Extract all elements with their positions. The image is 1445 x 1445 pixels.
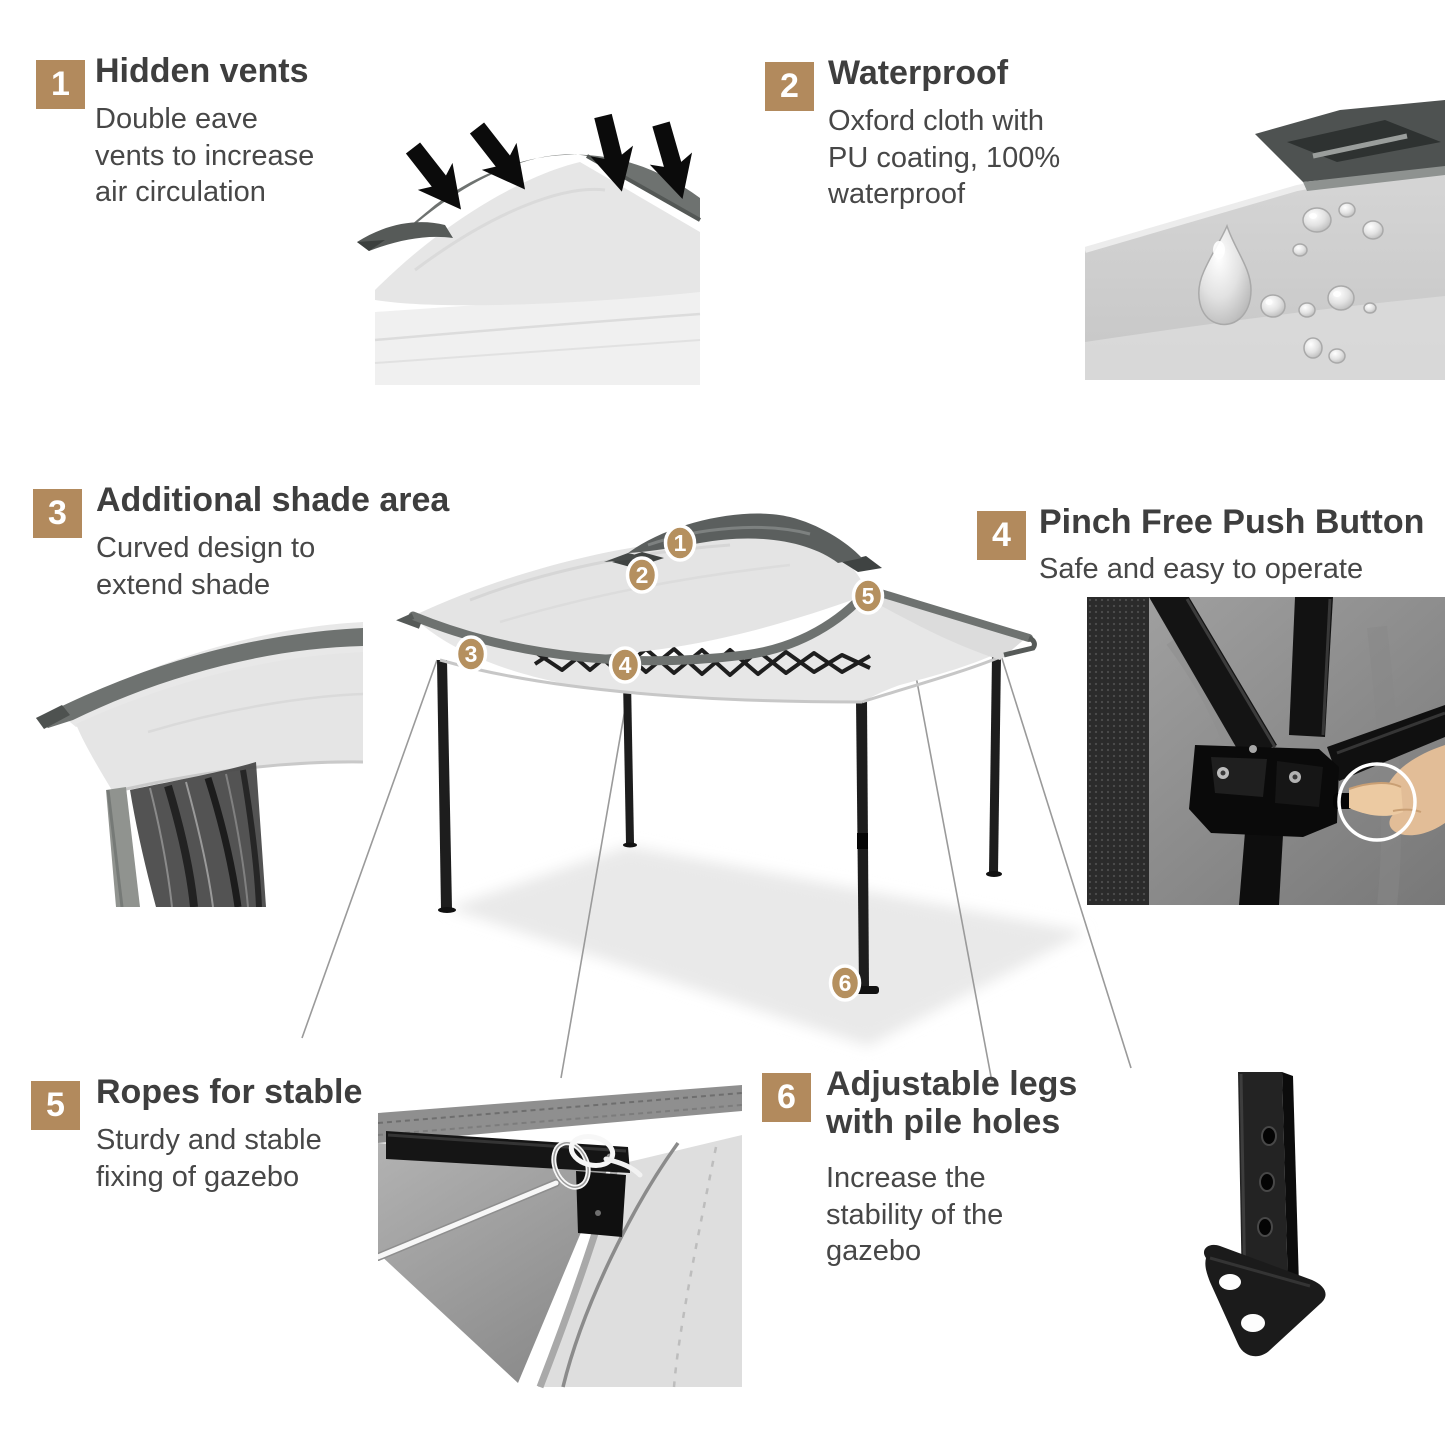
feature-5-description: Sturdy and stable fixing of gazebo [96,1124,322,1193]
eave-trim [36,628,363,728]
feature-1-title: Hidden vents [95,52,309,90]
gazebo-diagram: 1 2 3 4 5 6 [301,513,1132,1083]
feature-4-number-badge: 4 [977,511,1026,560]
feature-6-title: Adjustable legs with pile holes [826,1065,1078,1142]
eave-trim-front [408,587,871,666]
marker-2: 2 [625,556,659,594]
canopy-main-roof [413,533,867,656]
canopy-wall [375,290,700,385]
mesh-curtain [130,762,266,907]
push-button-photo [1087,597,1445,905]
feature-2-title: Waterproof [828,54,1009,92]
marker-3: 3 [454,635,488,673]
waterproof-photo [1085,100,1445,380]
marker-6: 6 [828,964,862,1002]
feature-2-number-badge: 2 [765,62,814,111]
feature-6-number-badge: 6 [762,1073,811,1122]
leg-base-photo [1203,1072,1326,1357]
rope [378,1133,643,1261]
feature-6-description: Increase the stability of the gazebo [826,1162,1004,1268]
feature-1-description: Double eave vents to increase air circul… [95,103,315,209]
guy-ropes [301,651,1132,1083]
feature-1-number-badge: 1 [36,60,85,109]
valance [76,652,363,792]
svg-text:1: 1 [674,530,687,556]
svg-text:4: 4 [619,652,632,678]
ground-shadow [448,846,1086,1046]
marker-1: 1 [663,524,697,562]
marker-4: 4 [608,646,642,684]
feature-5-title: Ropes for stable [96,1073,363,1111]
corner-leg [106,787,140,907]
feature-5-number-badge: 5 [31,1081,80,1130]
marker-5: 5 [851,577,885,615]
mesh-strip [1087,597,1149,905]
rope-photo [378,1085,743,1389]
svg-text:3: 3 [465,641,478,667]
diagram-markers: 1 2 3 4 5 6 [454,524,885,1002]
feature-3-number-badge: 3 [33,489,82,538]
hidden-vents-photo [357,110,704,385]
gazebo-legs [437,656,1002,994]
canopy-underside [378,1143,610,1383]
base-plate [1203,1244,1326,1357]
lower-eave-flick [357,222,453,251]
roof-face [375,162,700,306]
feature-4-description: Safe and easy to operate [1039,553,1364,585]
water-droplets [1198,202,1384,364]
svg-text:6: 6 [839,970,852,996]
canopy-right-panel [866,590,1027,660]
right-fabric-panel [538,1135,742,1387]
feature-2-description: Oxford cloth with PU coating, 100% water… [828,105,1061,211]
shade-corner-photo [36,622,363,907]
svg-text:2: 2 [636,562,649,588]
feature-3-title: Additional shade area [96,481,450,519]
feature-4-title: Pinch Free Push Button [1039,503,1425,541]
canopy-valance [413,592,1027,702]
highlight-ring [1337,762,1417,842]
feature-3-description: Curved design to extend shade [96,532,316,601]
frame-bars [1149,597,1445,905]
svg-text:5: 5 [862,583,875,609]
